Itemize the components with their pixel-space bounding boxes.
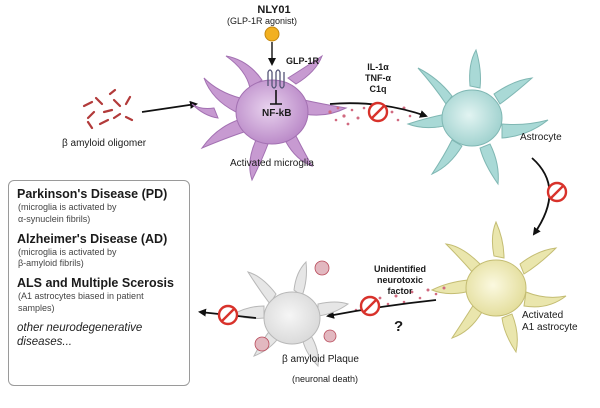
nly01-agonist-icon [264, 26, 280, 42]
legend-pd-title: Parkinson's Disease (PD) [17, 187, 168, 201]
factor-label-line3: factor [387, 286, 413, 296]
amyloid-oligomer-icon [82, 88, 134, 130]
inhibit-activation-icon [546, 181, 568, 203]
arrow-a1-to-neuron [326, 299, 437, 319]
cytokine-il1a: IL-1α [367, 62, 389, 72]
legend-als-note2: samples) [18, 302, 55, 313]
legend-ad-note2: β-amyloid fibrils) [18, 258, 84, 269]
legend-pd-note1: (microglia is activated by [18, 202, 117, 212]
a1-label-line2: A1 astrocyte [522, 322, 578, 333]
agonist-note: (GLP-1R agonist) [226, 16, 298, 26]
neuron-cell-icon [232, 260, 350, 368]
legend-other-line2: diseases... [17, 336, 72, 349]
astrocyte-cell-icon [406, 48, 549, 186]
legend-other-line1: other neurodegenerative [17, 321, 143, 334]
factor-label-line1: Unidentified [374, 264, 426, 274]
glp1r-receptor-icon [267, 69, 285, 89]
plaque-label: β amyloid Plaque [282, 354, 359, 365]
cytokine-c1q: C1q [369, 84, 387, 94]
arrow-astrocyte-to-a1 [531, 157, 551, 236]
unknown-factor-mark: ? [394, 318, 404, 335]
nfkb-label: NF-kB [262, 108, 292, 119]
receptor-inhibits-nfkb [270, 90, 282, 105]
legend-als-note1: (A1 astrocytes biased in patient [18, 291, 144, 302]
microglia-label: Activated microglia [230, 158, 314, 169]
a1-label-line1: Activated [522, 310, 564, 321]
neuronal-death-label: (neuronal death) [292, 374, 359, 384]
arrow-oligomer-to-microglia [141, 100, 198, 113]
disease-legend: Parkinson's Disease (PD) (microglia is a… [8, 180, 190, 386]
inhibit-degeneration-icon [217, 304, 239, 326]
a1-astrocyte-cell-icon [430, 220, 567, 354]
legend-ad-note1: (microglia is activated by [18, 246, 117, 257]
inhibit-cytokines-icon [367, 101, 389, 123]
astrocyte-label: Astrocyte [520, 132, 562, 143]
agonist-name: NLY01 [257, 4, 291, 16]
cytokine-dots [328, 106, 412, 126]
microglia-cell-icon [191, 54, 348, 182]
oligomer-label: β amyloid oligomer [62, 138, 147, 149]
amyloid-plaque-icon [254, 260, 337, 352]
legend-ad-title: Alzheimer's Disease (AD) [17, 231, 168, 246]
factor-label-line2: neurotoxic [376, 275, 423, 285]
legend-als-title: ALS and Multiple Scerosis [17, 276, 174, 291]
legend-pd-note2: α-synuclein fibrils) [18, 213, 91, 224]
cytokine-tnfa: TNF-α [364, 73, 392, 83]
inhibit-neurotoxic-icon [359, 295, 381, 317]
receptor-label: GLP-1R [286, 56, 320, 66]
